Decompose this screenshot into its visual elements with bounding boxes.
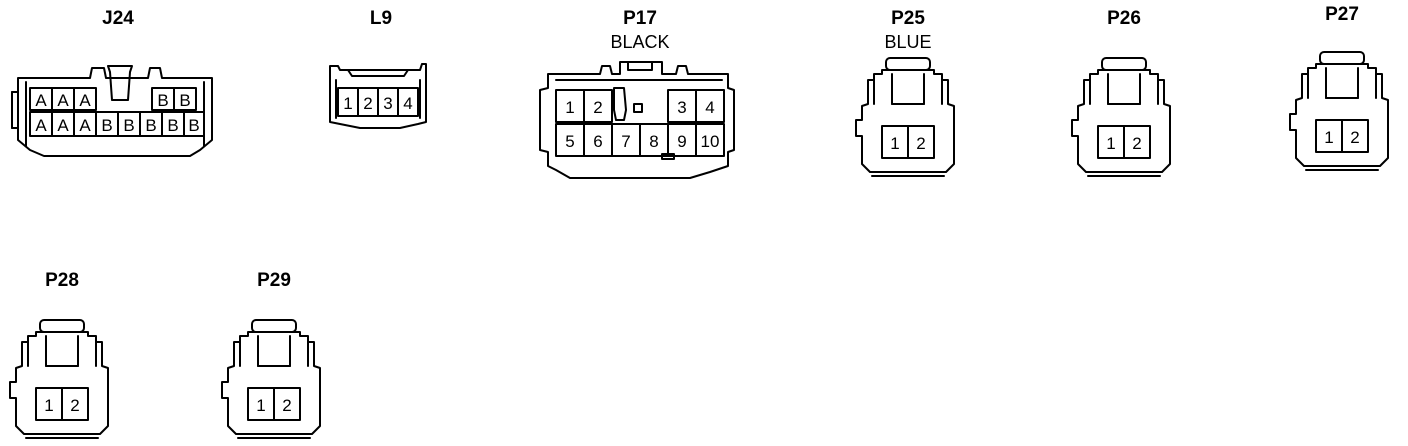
connector-housing bbox=[1289, 63, 1389, 167]
connector-p17: P17 BLACK 1 2 3 4 5 6 7 8 9 10 bbox=[539, 8, 735, 179]
connector-housing bbox=[329, 63, 427, 129]
connector-title: P29 bbox=[257, 270, 291, 291]
pin-label: 4 bbox=[403, 94, 412, 113]
pin-label: 1 bbox=[343, 94, 352, 113]
pin-label: 5 bbox=[565, 132, 574, 151]
connector-title: P26 bbox=[1107, 8, 1141, 29]
pin-row-bottom: 5 6 7 8 9 10 bbox=[555, 123, 725, 160]
connector-p28: P28 1 2 bbox=[9, 270, 109, 439]
pin-row: 1 2 3 4 bbox=[337, 87, 419, 117]
connector-title: P27 bbox=[1325, 4, 1359, 25]
connector-title: J24 bbox=[102, 8, 134, 29]
connector-housing bbox=[17, 67, 213, 157]
connector-p25: P25 BLUE 1 2 bbox=[855, 8, 955, 177]
pin-label: 3 bbox=[677, 98, 686, 117]
connector-l9: L9 1 2 3 4 bbox=[329, 8, 427, 129]
connector-title: P17 bbox=[623, 8, 657, 29]
pin-label: B bbox=[101, 116, 112, 135]
pin-label: B bbox=[188, 116, 199, 135]
pin-label: 1 bbox=[1106, 134, 1115, 153]
connector-color-label: BLUE bbox=[884, 32, 931, 52]
connector-p26: P26 1 2 bbox=[1071, 8, 1171, 177]
pin-label: B bbox=[145, 116, 156, 135]
pin-label: 1 bbox=[565, 98, 574, 117]
pin-label: 2 bbox=[282, 396, 291, 415]
pin-label: 10 bbox=[701, 132, 720, 151]
connector-latch bbox=[107, 65, 133, 101]
connector-title: P25 bbox=[891, 8, 925, 29]
connector-housing bbox=[9, 331, 109, 435]
pin-label: 1 bbox=[44, 396, 53, 415]
connector-color-label: BLACK bbox=[610, 32, 669, 52]
connector-title: P28 bbox=[45, 270, 79, 291]
pin-label: 1 bbox=[890, 134, 899, 153]
pin-label: A bbox=[79, 116, 91, 135]
pin-label: A bbox=[57, 116, 69, 135]
pin-label: B bbox=[123, 116, 134, 135]
connector-title: L9 bbox=[370, 8, 392, 29]
pin-label: A bbox=[35, 91, 47, 110]
connector-housing bbox=[1071, 69, 1171, 173]
pin-label: A bbox=[57, 91, 69, 110]
connector-housing bbox=[221, 331, 321, 435]
pin-label: B bbox=[179, 91, 190, 110]
pin-row-top: A A A B B bbox=[29, 87, 197, 111]
pin-row-top: 1 2 3 4 bbox=[555, 87, 725, 123]
connector-j24: J24 A A A B B A A A B B B B B bbox=[11, 8, 213, 157]
pin-label: 9 bbox=[677, 132, 686, 151]
pin-label: 4 bbox=[705, 98, 714, 117]
pin-label: 2 bbox=[1132, 134, 1141, 153]
pin-label: 1 bbox=[256, 396, 265, 415]
pin-label: 6 bbox=[593, 132, 602, 151]
pin-label: A bbox=[35, 116, 47, 135]
pin-label: 2 bbox=[916, 134, 925, 153]
pin-row-bottom: A A A B B B B B bbox=[29, 111, 205, 137]
pin-label: 7 bbox=[621, 132, 630, 151]
pin-label: B bbox=[167, 116, 178, 135]
connector-housing bbox=[539, 61, 735, 179]
pin-label: 2 bbox=[70, 396, 79, 415]
pin-label: 3 bbox=[383, 94, 392, 113]
connector-p27: P27 1 2 bbox=[1289, 4, 1389, 171]
connector-p29: P29 1 2 bbox=[221, 270, 321, 439]
pin-label: 2 bbox=[593, 98, 602, 117]
pin-label: 2 bbox=[363, 94, 372, 113]
pin-label: 8 bbox=[649, 132, 658, 151]
pin-label: A bbox=[79, 91, 91, 110]
pin-label: 2 bbox=[1350, 128, 1359, 147]
connector-housing bbox=[855, 69, 955, 173]
pin-label: B bbox=[157, 91, 168, 110]
pin-label: 1 bbox=[1324, 128, 1333, 147]
